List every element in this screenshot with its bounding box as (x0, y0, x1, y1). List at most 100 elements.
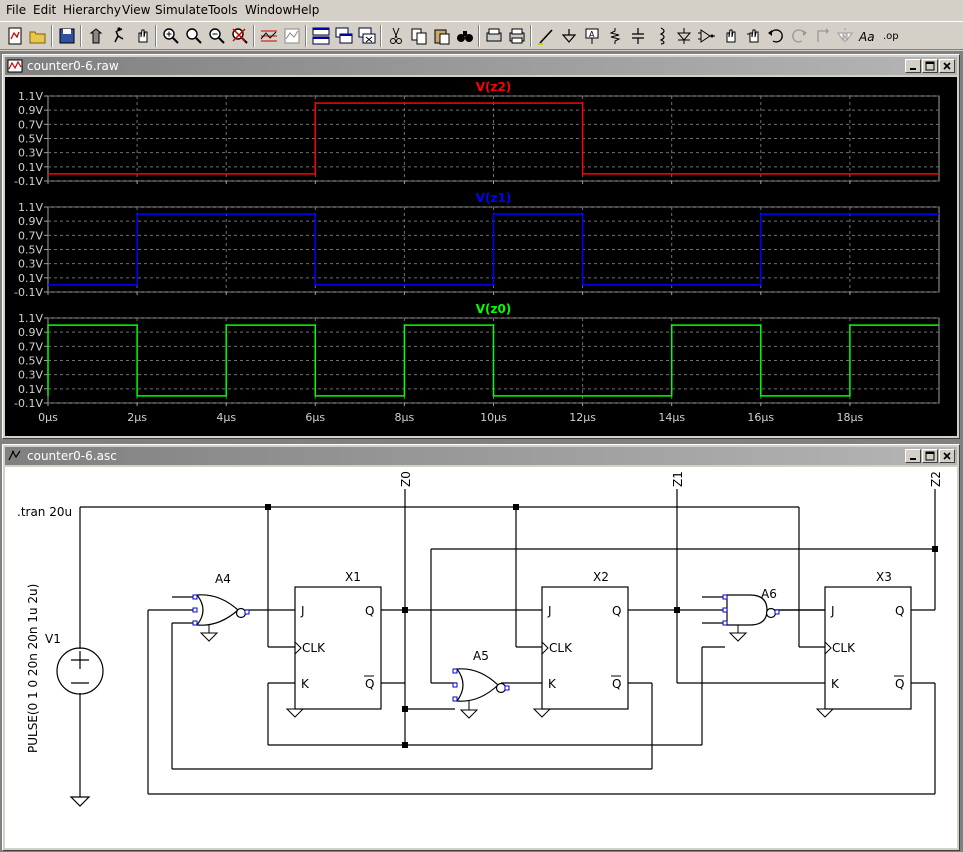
zoom-out-icon[interactable] (206, 25, 228, 47)
y-tick-label: 0.9V (18, 215, 43, 228)
toolbar-separator (478, 25, 480, 47)
maximize-button[interactable] (922, 59, 938, 73)
close-button[interactable] (939, 449, 955, 463)
toolbar-separator (51, 25, 53, 47)
minimize-icon (910, 68, 916, 70)
open-icon[interactable] (27, 25, 49, 47)
undo-icon[interactable] (765, 25, 787, 47)
save-icon[interactable] (56, 25, 78, 47)
schematic-drawing[interactable]: Z0 Z1 Z2 .tran 20u V1 PULSE(0 1 0 20n 20… (5, 467, 957, 848)
plot-pane[interactable]: 1.1V0.9V0.7V0.5V0.3V0.1V-0.1VV(z0) (14, 302, 940, 410)
print-icon[interactable] (506, 25, 528, 47)
toolbar-separator (80, 25, 82, 47)
y-tick-label: 0.1V (18, 161, 43, 174)
waveform-file-icon (7, 59, 23, 73)
rotate-icon[interactable] (811, 25, 833, 47)
trace-line[interactable] (47, 324, 939, 397)
inductor-icon[interactable] (650, 25, 672, 47)
component-icon[interactable] (696, 25, 718, 47)
svg-text:.op: .op (883, 31, 899, 42)
waveform-window-titlebar[interactable]: counter0-6.raw (5, 57, 957, 75)
toolbar-separator (155, 25, 157, 47)
ground-icon (69, 789, 91, 807)
paste-icon[interactable] (431, 25, 453, 47)
close-all-icon[interactable] (356, 25, 378, 47)
waveform-plots[interactable]: 1.1V0.9V0.7V0.5V0.3V0.1V-0.1VV(z2)1.1V0.… (5, 77, 957, 436)
menu-simulate[interactable]: Simulate (155, 3, 209, 17)
ground-icon[interactable] (558, 25, 580, 47)
plot-pane[interactable]: 1.1V0.9V0.7V0.5V0.3V0.1V-0.1VV(z1) (14, 191, 940, 299)
trace-title[interactable]: V(z0) (476, 302, 512, 316)
find-icon[interactable] (454, 25, 476, 47)
menu-help[interactable]: Help (292, 3, 320, 17)
junction-dot (674, 607, 680, 613)
menu-hierarchy[interactable]: Hierarchy (63, 3, 122, 17)
schematic-window-titlebar[interactable]: counter0-6.asc (5, 447, 957, 465)
flipflop-x2-name: X2 (593, 570, 609, 584)
move-icon[interactable] (719, 25, 741, 47)
gate-a5[interactable] (452, 668, 510, 719)
draw-wire-icon[interactable] (535, 25, 557, 47)
run-icon[interactable] (108, 25, 130, 47)
schematic-canvas[interactable]: Z0 Z1 Z2 .tran 20u V1 PULSE(0 1 0 20n 20… (5, 467, 957, 848)
capacitor-icon[interactable] (627, 25, 649, 47)
trace-line[interactable] (48, 213, 939, 286)
flipflop-x3[interactable] (824, 586, 912, 710)
net-label-z0: Z0 (399, 471, 413, 487)
print-setup-icon[interactable] (483, 25, 505, 47)
pick-visible-traces-icon[interactable] (281, 25, 303, 47)
y-tick-label: 0.3V (18, 369, 43, 382)
plot-pane[interactable]: 1.1V0.9V0.7V0.5V0.3V0.1V-0.1VV(z2) (14, 80, 940, 188)
autorange-icon[interactable] (258, 25, 280, 47)
gate-a4[interactable] (192, 594, 250, 642)
trace-title[interactable]: V(z2) (476, 80, 512, 94)
menu-file[interactable]: File (6, 3, 27, 17)
voltage-source-symbol[interactable] (56, 647, 104, 695)
zoom-pan-icon[interactable] (183, 25, 205, 47)
y-tick-label: -0.1V (14, 286, 43, 299)
mirror-icon[interactable] (834, 25, 856, 47)
halt-icon[interactable] (131, 25, 153, 47)
trace-title[interactable]: V(z1) (476, 191, 512, 205)
minimize-button[interactable] (905, 449, 921, 463)
menu-view[interactable]: View (122, 3, 151, 17)
y-tick-label: 0.3V (18, 258, 43, 271)
spice-directive[interactable]: .tran 20u (17, 505, 72, 519)
menu-tools[interactable]: Tools (208, 3, 238, 17)
zoom-cancel-icon[interactable] (229, 25, 251, 47)
y-tick-label: 1.1V (18, 90, 43, 103)
maximize-button[interactable] (922, 449, 938, 463)
drag-icon[interactable] (742, 25, 764, 47)
cut-icon[interactable] (385, 25, 407, 47)
text-icon[interactable]: Aa (857, 25, 879, 47)
schematic-window-title: counter0-6.asc (27, 449, 117, 463)
y-tick-label: 0.5V (18, 133, 43, 146)
minimize-button[interactable] (905, 59, 921, 73)
zoom-in-icon[interactable] (160, 25, 182, 47)
trace-line[interactable] (48, 102, 939, 175)
gate-a6[interactable] (722, 594, 780, 642)
toolbar-separator (380, 25, 382, 47)
schematic-window[interactable]: counter0-6.asc (2, 444, 960, 851)
copy-icon[interactable] (408, 25, 430, 47)
tile-horizontal-icon[interactable] (310, 25, 332, 47)
new-schematic-icon[interactable] (4, 25, 26, 47)
flipflop-x1[interactable] (294, 586, 382, 710)
net-label-z2: Z2 (929, 471, 943, 487)
label-net-icon[interactable]: A (581, 25, 603, 47)
redo-icon[interactable] (788, 25, 810, 47)
pin-k: K (548, 677, 557, 691)
cascade-icon[interactable] (333, 25, 355, 47)
control-panel-icon[interactable] (85, 25, 107, 47)
diode-icon[interactable] (673, 25, 695, 47)
menu-edit[interactable]: Edit (33, 3, 57, 17)
spice-directive-icon[interactable]: .op (880, 25, 902, 47)
resistor-icon[interactable] (604, 25, 626, 47)
close-button[interactable] (939, 59, 955, 73)
flipflop-x2[interactable] (541, 586, 629, 710)
minimize-icon (910, 458, 916, 460)
menu-window[interactable]: Window (245, 3, 293, 17)
